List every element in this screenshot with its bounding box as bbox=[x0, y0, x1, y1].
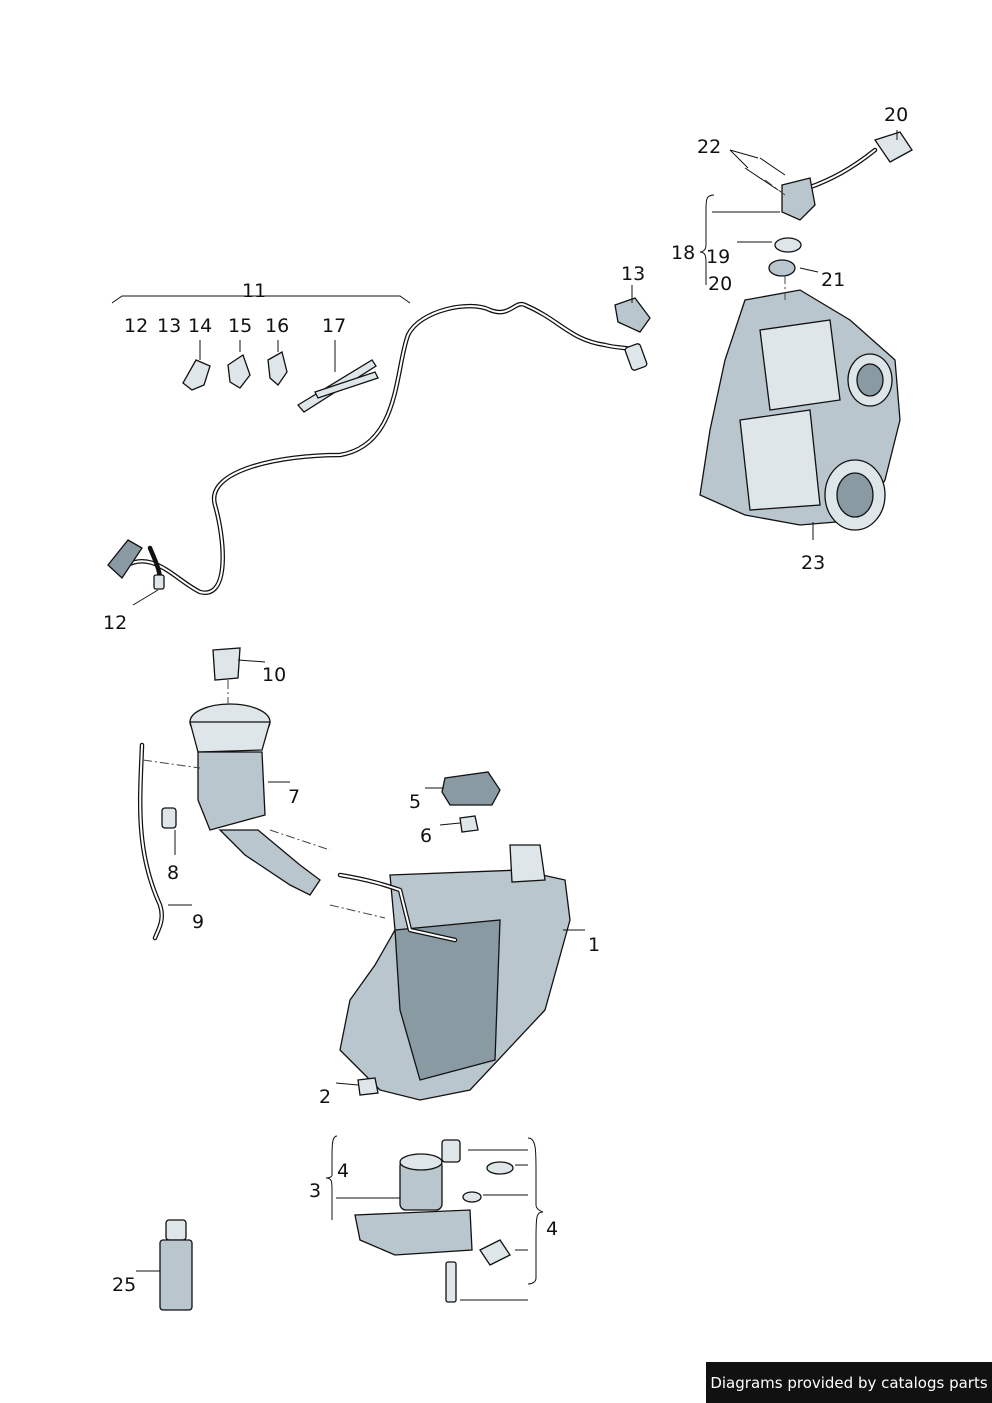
clip-16 bbox=[267, 351, 288, 386]
callout-13b: 13 bbox=[621, 263, 645, 285]
callout-14: 14 bbox=[188, 315, 212, 337]
callout-9: 9 bbox=[192, 911, 204, 933]
callout-4b: 4 bbox=[546, 1218, 558, 1240]
seal-ring-19 bbox=[774, 237, 802, 253]
clip-14 bbox=[182, 359, 211, 391]
leader-lines bbox=[111, 130, 898, 1301]
nut-6 bbox=[459, 815, 479, 833]
callout-10: 10 bbox=[262, 664, 286, 686]
callout-20b: 20 bbox=[708, 273, 732, 295]
sensor-body-18 bbox=[781, 177, 816, 221]
callout-12b: 12 bbox=[103, 612, 127, 634]
callout-11: 11 bbox=[242, 280, 266, 302]
callout-12a: 12 bbox=[124, 315, 148, 337]
bolt-8 bbox=[161, 807, 177, 829]
assembly-lines bbox=[142, 179, 786, 919]
callout-3: 3 bbox=[309, 1180, 321, 1202]
callout-15: 15 bbox=[228, 315, 252, 337]
callout-22: 22 bbox=[697, 136, 721, 158]
footer-credit: Diagrams provided by catalogs parts bbox=[706, 1362, 992, 1403]
cap-10 bbox=[212, 647, 241, 681]
callout-18: 18 bbox=[671, 242, 695, 264]
grommet-2 bbox=[357, 1077, 379, 1096]
harness-plug-12 bbox=[153, 574, 165, 590]
filler-hose bbox=[218, 829, 321, 896]
particulate-filter-23 bbox=[699, 289, 901, 531]
screw-4 bbox=[445, 1261, 457, 1303]
callout-20a: 20 bbox=[884, 104, 908, 126]
callout-19: 19 bbox=[706, 246, 730, 268]
callout-4a: 4 bbox=[337, 1160, 349, 1182]
callout-21: 21 bbox=[821, 269, 845, 291]
callout-16: 16 bbox=[265, 315, 289, 337]
clamp-21 bbox=[768, 259, 796, 277]
filler-assembly bbox=[137, 647, 321, 941]
callout-numbers: 1 2 3 4 4 5 6 7 8 9 10 11 12 12 13 13 14… bbox=[103, 104, 908, 1296]
callout-1: 1 bbox=[588, 934, 600, 956]
callout-23: 23 bbox=[801, 552, 825, 574]
pressure-sensor-assembly bbox=[744, 131, 913, 277]
harness-connector-12 bbox=[107, 539, 143, 579]
pump-assembly-3 bbox=[354, 1139, 514, 1303]
callout-7: 7 bbox=[288, 786, 300, 808]
reducing-agent-tank-1 bbox=[337, 844, 571, 1101]
callout-8: 8 bbox=[167, 862, 179, 884]
callout-5: 5 bbox=[409, 791, 421, 813]
harness-end-plug bbox=[624, 343, 648, 371]
callout-13a: 13 bbox=[157, 315, 181, 337]
clip-15 bbox=[227, 353, 251, 389]
harness-bracket-13 bbox=[614, 297, 651, 333]
callout-6: 6 bbox=[420, 825, 432, 847]
callout-25: 25 bbox=[112, 1274, 136, 1296]
wiring-harness bbox=[107, 301, 648, 595]
callout-17: 17 bbox=[322, 315, 346, 337]
vent-line-9 bbox=[137, 742, 164, 941]
module-5 bbox=[441, 771, 501, 806]
additive-bottle-25 bbox=[159, 1219, 193, 1311]
callout-2: 2 bbox=[319, 1086, 331, 1108]
harness-clips bbox=[182, 351, 379, 413]
sensor-connector-20 bbox=[873, 131, 913, 163]
